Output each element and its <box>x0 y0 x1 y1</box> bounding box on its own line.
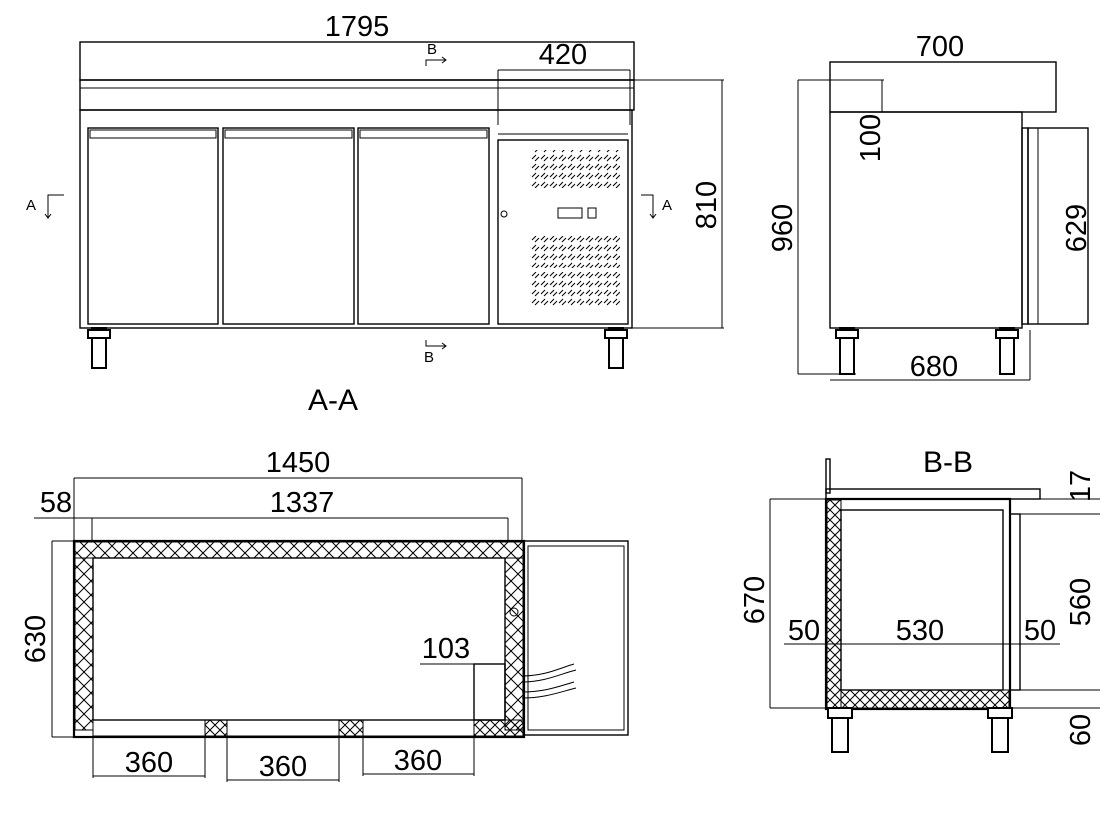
lock-icon <box>500 210 508 218</box>
dim-680: 680 <box>910 351 958 383</box>
section-title-b-b: B-B <box>923 446 973 479</box>
dim-420: 420 <box>539 39 587 71</box>
dim-17: 17 <box>1065 470 1097 502</box>
pipe-2 <box>521 681 577 699</box>
dim-58: 58 <box>40 487 72 519</box>
dim-700: 700 <box>916 31 964 63</box>
dim-1337: 1337 <box>270 487 335 519</box>
plan-section: A-A 1450 1337 58 <box>20 384 629 783</box>
control-switch <box>587 207 597 219</box>
dim-50-right: 50 <box>1024 615 1056 647</box>
dim-560: 560 <box>1065 578 1097 626</box>
dim-530: 530 <box>896 615 944 647</box>
section-b-marker-bottom: B <box>424 349 434 366</box>
pipe-1 <box>521 663 577 683</box>
dim-960: 960 <box>767 204 799 252</box>
dim-door-3: 360 <box>394 745 442 777</box>
top-rail <box>79 79 635 111</box>
dim-door-1: 360 <box>125 747 173 779</box>
door-2 <box>222 127 355 325</box>
dim-670: 670 <box>739 576 771 624</box>
dim-60: 60 <box>1065 714 1097 746</box>
section-title-a-a: A-A <box>308 384 358 417</box>
section-b-marker-top: B <box>427 41 437 58</box>
side-section: B-B 17 670 50 530 50 560 <box>739 446 1100 753</box>
dim-1450: 1450 <box>266 447 331 479</box>
dim-103: 103 <box>422 633 470 665</box>
plan-machine-compartment <box>523 540 629 736</box>
vent-grille-middle <box>530 236 620 268</box>
door-3 <box>357 127 490 325</box>
plan-wall-top <box>74 541 524 559</box>
dim-1795: 1795 <box>325 11 390 43</box>
section-wall-left <box>826 499 842 709</box>
dim-629: 629 <box>1061 204 1093 252</box>
vent-grille-bottom <box>530 272 620 306</box>
section-a-marker-left: A <box>26 197 36 214</box>
control-display <box>557 207 583 219</box>
side-drawer <box>1027 127 1089 325</box>
section-wall-bottom <box>840 689 1010 709</box>
front-view: 1795 420 B B A A <box>26 11 724 369</box>
section-a-marker-right: A <box>662 197 672 214</box>
section-interior <box>840 509 1004 691</box>
door-1 <box>87 127 219 325</box>
cabinet-body <box>79 109 633 329</box>
section-drawer <box>1009 513 1021 691</box>
side-view: 700 100 629 960 680 <box>767 31 1093 383</box>
dim-100: 100 <box>855 114 887 162</box>
dim-630: 630 <box>20 615 52 663</box>
plan-wall-right <box>504 557 524 731</box>
vent-grille-top <box>530 150 620 188</box>
side-top <box>829 61 1057 113</box>
dim-810: 810 <box>691 181 723 229</box>
section-body <box>824 497 1012 711</box>
leg-side-right <box>999 327 1015 375</box>
plan-wall-left <box>74 557 94 731</box>
machine-panel <box>497 139 629 325</box>
section-top <box>825 488 1041 500</box>
dim-50-left: 50 <box>788 615 820 647</box>
dim-door-2: 360 <box>259 751 307 783</box>
